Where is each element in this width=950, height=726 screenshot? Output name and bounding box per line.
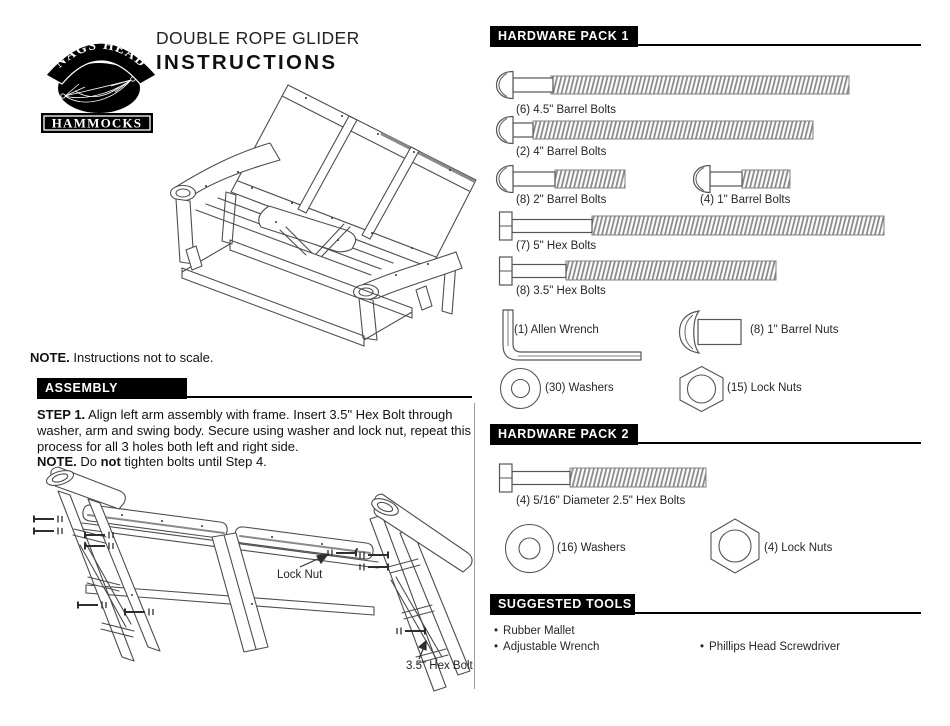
bullet-icon: • (700, 641, 705, 653)
barrel-bolt-2-illustration (495, 164, 626, 194)
tool-label: Adjustable Wrench (503, 641, 600, 653)
suggested-tools-header-bar: SUGGESTED TOOLS (490, 594, 635, 615)
logo-banner-text: HAMMOCKS (52, 116, 142, 131)
scale-note-text: Instructions not to scale. (69, 350, 214, 365)
washer-illustration (504, 523, 555, 574)
assembly-header-bar: ASSEMBLY (37, 378, 187, 399)
hardware-item-label: (6) 4.5" Barrel Bolts (516, 104, 616, 116)
lock-nut-illustration (710, 518, 760, 574)
tool-label: Phillips Head Screwdriver (709, 641, 841, 653)
tool-item: • Phillips Head Screwdriver (700, 641, 840, 653)
title-line-1: DOUBLE ROPE GLIDER (156, 28, 360, 48)
scale-note-label: NOTE. (30, 350, 70, 365)
scale-note: NOTE. Instructions not to scale. (30, 350, 214, 365)
barrel-bolt-4-illustration (495, 115, 814, 145)
bolt-hole-dots (205, 97, 451, 276)
hardware-pack-1-header: HARDWARE PACK 1 (490, 26, 921, 48)
bullet-icon: • (494, 641, 499, 653)
glider-illustration (169, 84, 477, 347)
hardware-item-label: (30) Washers (545, 382, 614, 394)
hardware-item-label: (2) 4" Barrel Bolts (516, 146, 607, 158)
suggested-tools-header: SUGGESTED TOOLS (490, 594, 921, 616)
tool-item: • Rubber Mallet (494, 625, 575, 637)
step-1-text: STEP 1. Align left arm assembly with fra… (37, 407, 472, 470)
allen-wrench-illustration (502, 309, 642, 361)
assembly-section-header: ASSEMBLY (37, 378, 472, 400)
bullet-icon: • (494, 625, 499, 637)
hardware-item-label: (15) Lock Nuts (727, 382, 802, 394)
hex-bolt-2-5-illustration (498, 463, 707, 493)
tool-label: Rubber Mallet (503, 625, 575, 637)
hardware-pack-2-header: HARDWARE PACK 2 (490, 424, 921, 446)
hex-bolt-3-5-illustration (498, 256, 777, 286)
hardware-item-label: (4) Lock Nuts (764, 542, 833, 554)
hex-bolt-5-illustration (498, 211, 885, 241)
logo-arc-banner (45, 42, 157, 85)
nags-head-hammocks-logo: NAGS HEAD HAMMOCKS (41, 37, 157, 133)
hardware-item-label: (4) 5/16" Diameter 2.5" Hex Bolts (516, 495, 686, 507)
hardware-item-label: (1) Allen Wrench (514, 324, 599, 336)
label-lock-nut: Lock Nut (277, 569, 323, 581)
hardware-pack-1-header-bar: HARDWARE PACK 1 (490, 26, 638, 47)
barrel-nut-illustration (678, 310, 742, 354)
column-divider (474, 403, 475, 689)
logo-banner-box (41, 113, 153, 133)
hardware-pack-2-header-bar: HARDWARE PACK 2 (490, 424, 638, 445)
page-title: DOUBLE ROPE GLIDER INSTRUCTIONS (156, 28, 360, 75)
hardware-item-label: (16) Washers (557, 542, 626, 554)
hardware-item-label: (8) 2" Barrel Bolts (516, 194, 607, 206)
hardware-item-label: (8) 1" Barrel Nuts (750, 324, 839, 336)
exploded-assembly-diagram (33, 466, 473, 692)
hardware-item-label: (8) 3.5" Hex Bolts (516, 285, 606, 297)
hardware-item-label: (7) 5" Hex Bolts (516, 240, 597, 252)
title-line-2: INSTRUCTIONS (156, 51, 338, 74)
washer-illustration (499, 367, 542, 410)
leader-arrows (299, 553, 427, 660)
hardware-item-label: (4) 1" Barrel Bolts (700, 194, 791, 206)
barrel-bolt-4-5-illustration (495, 70, 850, 100)
label-hex-bolt: 3.5" Hex Bolt (406, 660, 473, 672)
tool-item: • Adjustable Wrench (494, 641, 599, 653)
barrel-bolt-1-illustration (692, 164, 791, 194)
hammock-icon (60, 76, 136, 103)
lock-nut-illustration (679, 365, 724, 413)
